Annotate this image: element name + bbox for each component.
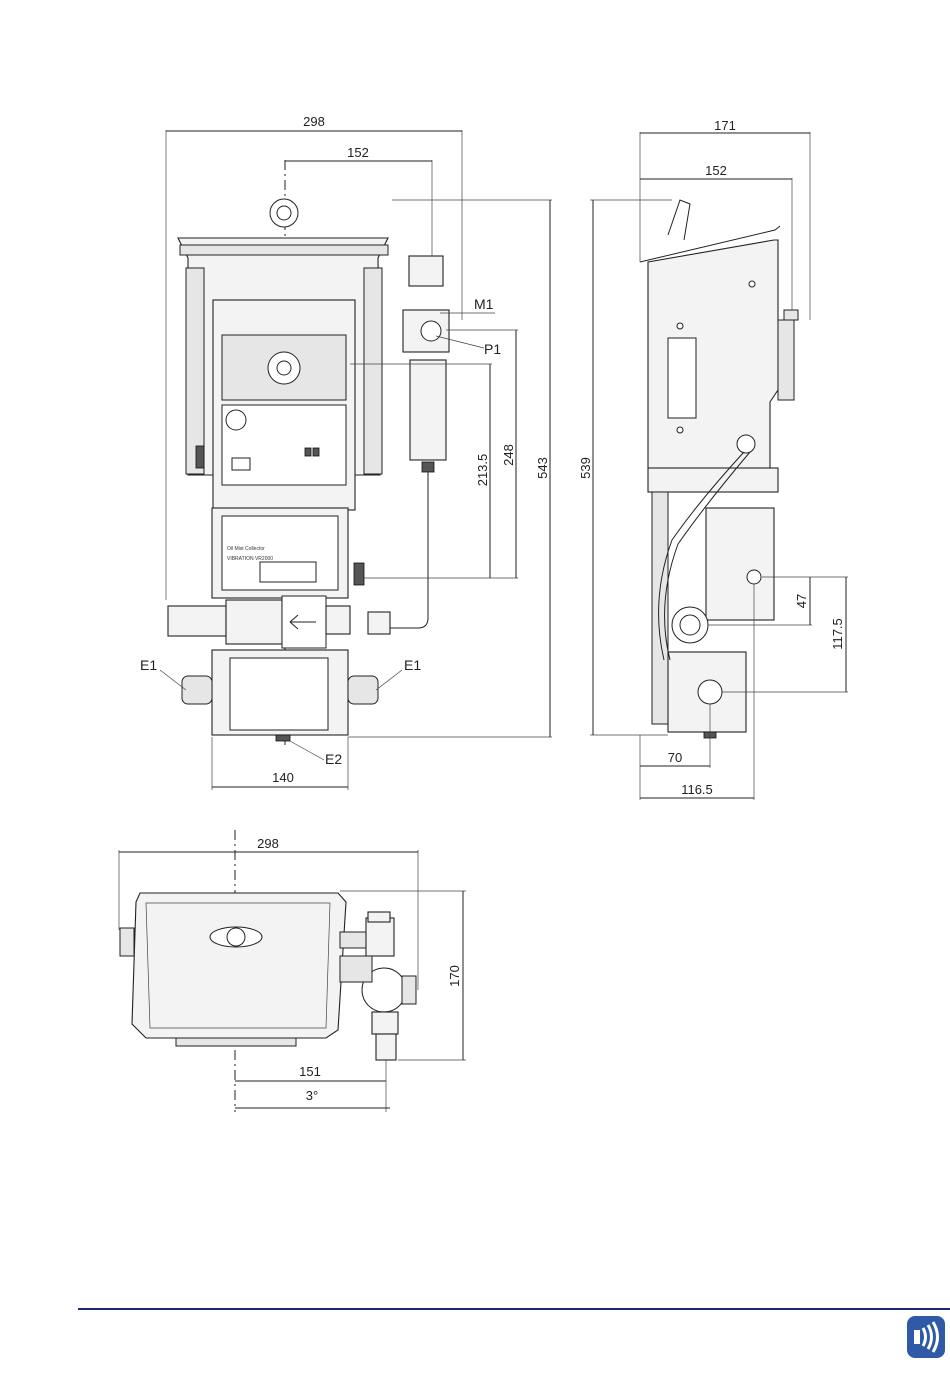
top-side-knob [120, 928, 134, 956]
dim-front-center: 152 [347, 145, 369, 160]
side-window [668, 338, 696, 418]
dim-top-angle: 3° [306, 1088, 318, 1103]
dim-front-height: 543 [535, 457, 550, 479]
nameplate-product-text: Oil Mist Collector [227, 546, 265, 552]
dim-side-connection: 117.5 [830, 618, 845, 650]
callout-e1-left: E1 [140, 657, 157, 673]
side-view [640, 200, 798, 738]
dim-top-offset: 151 [299, 1064, 321, 1079]
dim-side-height: 539 [578, 457, 593, 479]
footer-rule [78, 1308, 950, 1310]
dim-top-width: 298 [257, 836, 279, 851]
top-housing [132, 893, 346, 1038]
dim-side-base: 116.5 [681, 782, 713, 797]
supply-pipe [390, 472, 428, 628]
nameplate-model-text: VIBRATION VR2000 [227, 556, 273, 562]
callout-m1: M1 [474, 296, 494, 312]
pressure-regulator-knob [409, 256, 443, 286]
dim-port-p1: 248 [501, 444, 516, 466]
dim-base-width: 140 [272, 770, 294, 785]
top-drain-fitting [376, 1034, 396, 1060]
dim-top-depth: 170 [447, 965, 462, 987]
callout-e2: E2 [325, 751, 342, 767]
dim-side-port: 47 [794, 594, 809, 608]
filter-bowl [410, 360, 446, 460]
dim-side-offset: 70 [668, 750, 682, 765]
side-motor [706, 508, 774, 620]
dim-front-width: 298 [303, 114, 325, 129]
side-cable-gland [737, 435, 755, 453]
sound-wave-logo-icon [906, 1315, 946, 1359]
dim-side-depth: 171 [714, 118, 736, 133]
top-view [120, 830, 416, 1112]
dim-outlet-height: 213.5 [475, 454, 490, 487]
callout-p1: P1 [484, 341, 501, 357]
callout-e1-right: E1 [404, 657, 421, 673]
inlet-fitting [168, 606, 226, 636]
side-bracket [778, 320, 794, 400]
dim-side-bracket: 152 [705, 163, 727, 178]
